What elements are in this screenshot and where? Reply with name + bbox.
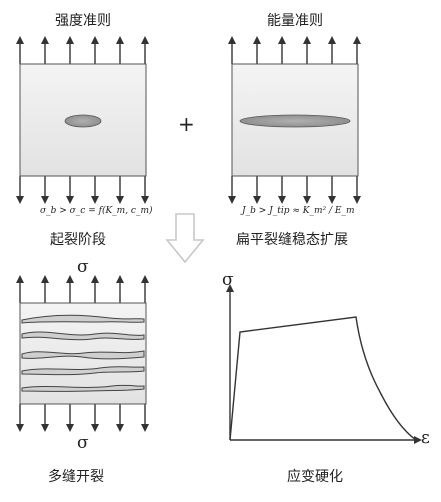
steady-state-flat-crack-label: 扁平裂缝稳态扩展 [236, 232, 348, 248]
crack-band-3 [21, 350, 145, 360]
strength-criterion-title: 强度准则 [55, 13, 111, 29]
crack-initiation-stage-label: 起裂阶段 [50, 232, 106, 248]
sigma-top-label: σ [77, 257, 89, 277]
y-axis-label: σ [222, 270, 234, 290]
crack-band-4 [21, 366, 145, 376]
crack-band-1 [21, 314, 145, 324]
sigma-bottom-label: σ [77, 433, 89, 453]
multiple-cracking-label: 多缝开裂 [48, 469, 104, 485]
small-crack [64, 114, 102, 128]
multiple-cracking-panel [16, 275, 149, 432]
strength-criterion-panel [16, 36, 149, 204]
hollow-down-arrow-icon [165, 213, 205, 264]
x-axis-label: ε [421, 428, 430, 448]
strain-hardening-label: 应变硬化 [287, 469, 343, 485]
energy-criterion-panel [228, 36, 361, 204]
stress-strain-chart [226, 284, 422, 444]
strength-formula: σ_b > σ_c = f(K_m, c_m) [40, 206, 153, 216]
flat-crack [239, 114, 351, 128]
crack-band-5 [21, 384, 145, 392]
plus-sign: + [178, 112, 195, 136]
crack-band-2 [21, 331, 145, 341]
energy-formula: J_b > J_tip ≈ K_m² / E_m [242, 206, 355, 216]
strain-hardening-curve [229, 316, 417, 441]
energy-criterion-title: 能量准则 [267, 13, 323, 29]
